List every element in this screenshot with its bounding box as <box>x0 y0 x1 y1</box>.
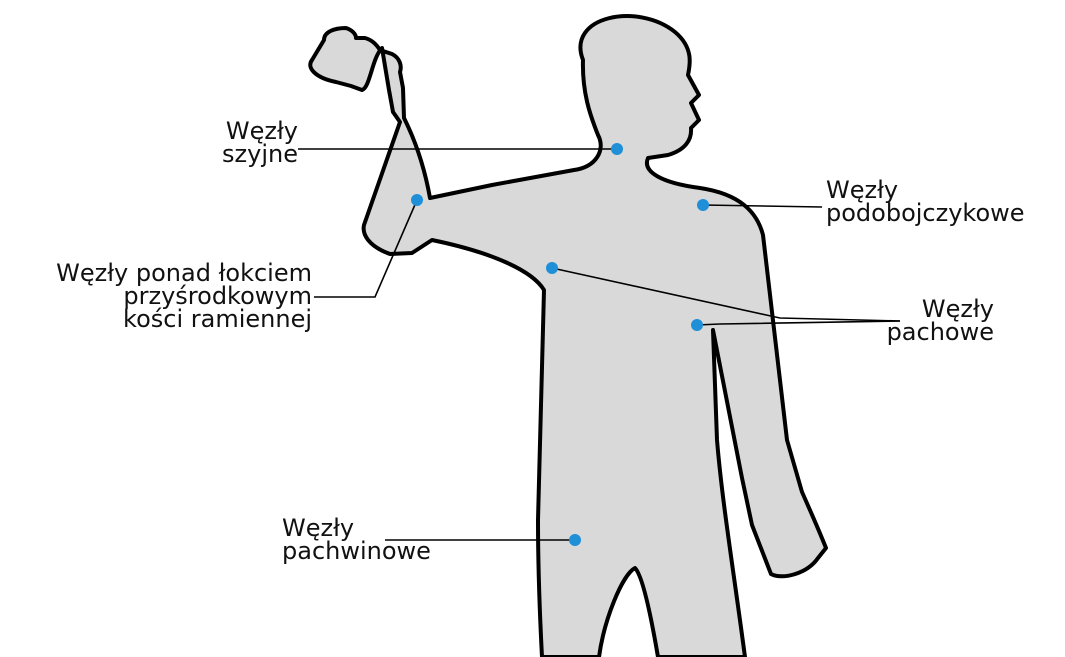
subclavian-nodes-label: Węzły podobojczykowe <box>826 179 1025 225</box>
epitrochlear-node-marker <box>411 194 423 206</box>
epitrochlear-label-line3: kości ramiennej <box>6 308 312 331</box>
inguinal-nodes-label: Węzły pachwinowe <box>282 517 431 563</box>
subclavian-label-line2: podobojczykowe <box>826 202 1025 225</box>
subclavian-node-marker <box>697 199 709 211</box>
inguinal-node-marker <box>569 534 581 546</box>
inguinal-label-line2: pachwinowe <box>282 540 431 563</box>
axillary-nodes-label: Węzły pachowe <box>860 298 994 344</box>
axillary-label-line2: pachowe <box>860 321 994 344</box>
epitrochlear-nodes-label: Węzły ponad łokciem przyśrodkowym kości … <box>6 262 312 331</box>
cervical-label-line2: szyjne <box>180 143 298 166</box>
cervical-node-marker <box>611 143 623 155</box>
axillary-node-marker-upper <box>546 262 558 274</box>
axillary-node-marker-lower <box>691 319 703 331</box>
cervical-nodes-label: Węzły szyjne <box>180 120 298 166</box>
